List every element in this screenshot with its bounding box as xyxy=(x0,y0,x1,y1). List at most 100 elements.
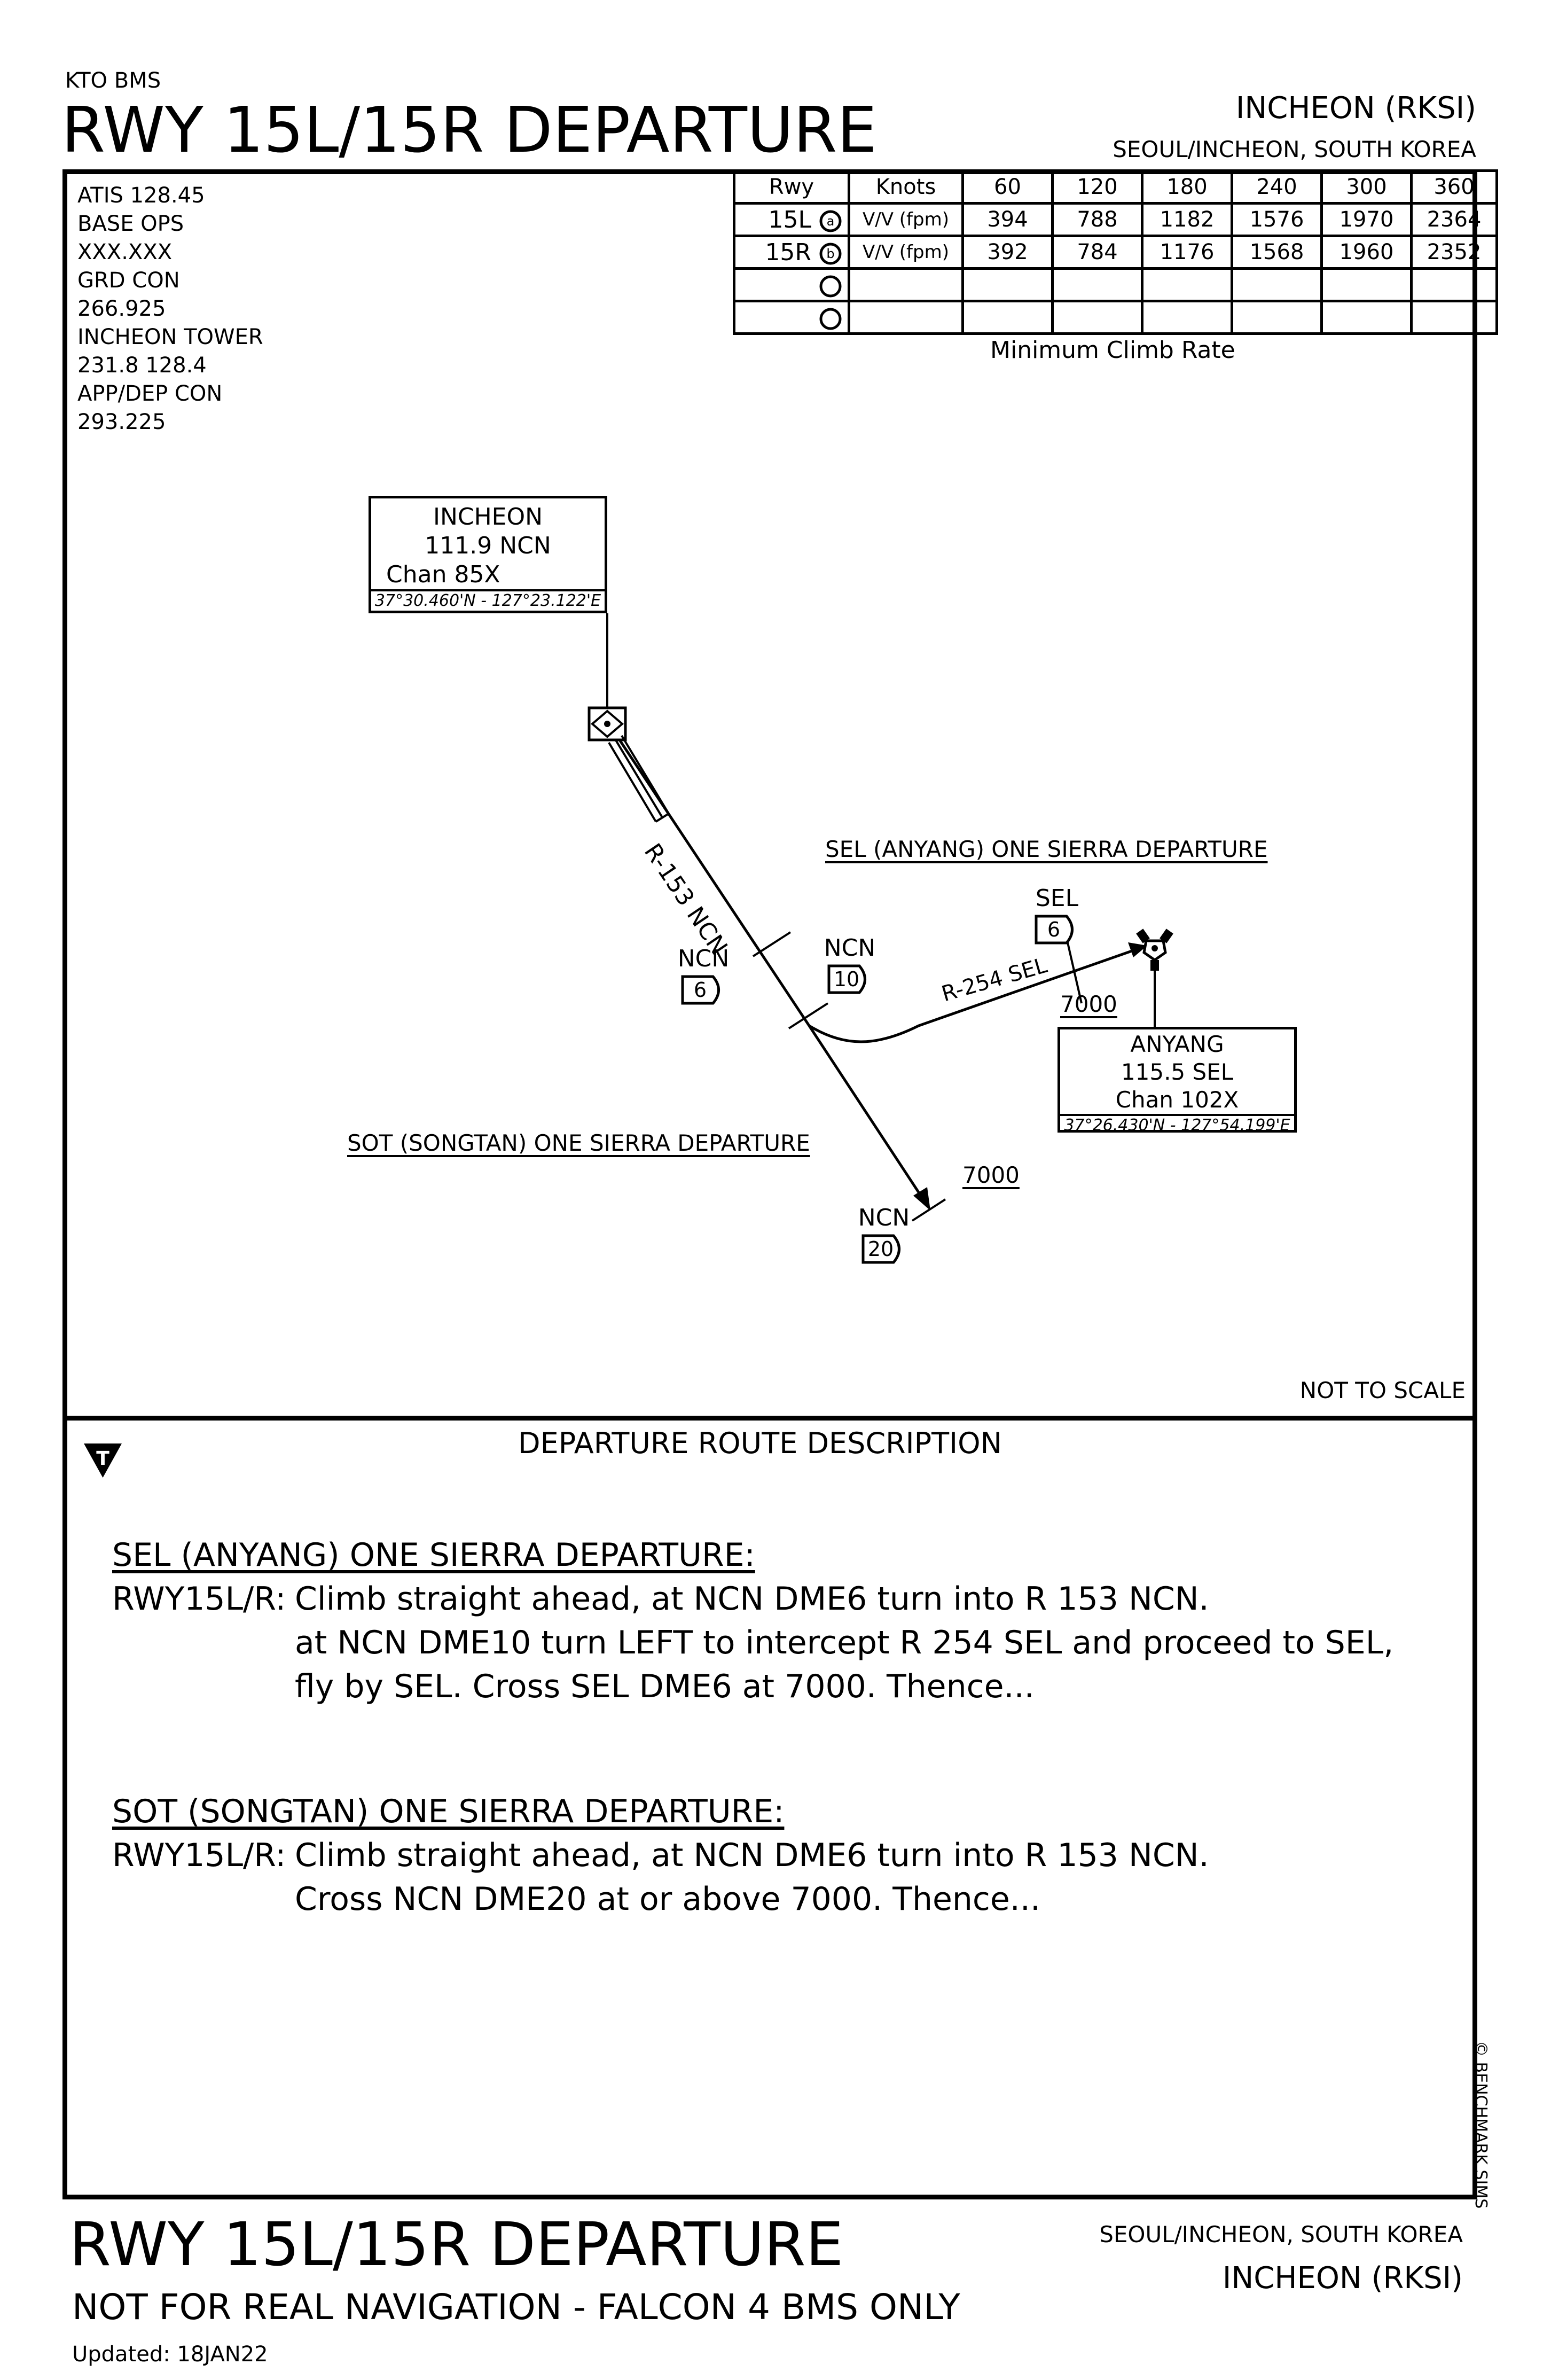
table-cell: 394 xyxy=(961,202,1054,237)
fix-distance: 6 xyxy=(694,978,707,1002)
table-cell xyxy=(848,300,964,335)
anyang-navaid-box: ANYANG 115.5 SEL Chan 102X 37°26.430'N -… xyxy=(1058,1027,1297,1135)
table-cell xyxy=(1320,267,1413,302)
comm-line: 266.925 xyxy=(77,296,166,321)
description-heading: DEPARTURE ROUTE DESCRIPTION xyxy=(518,1426,1002,1460)
ncn-course-line xyxy=(618,739,811,1027)
table-cell xyxy=(961,300,1054,335)
ncn-course-line-south xyxy=(808,1025,923,1198)
copyright: © BENCHMARK SIMS xyxy=(1471,2041,1490,2209)
table-cell xyxy=(1320,300,1413,335)
runway-marker-icon: b xyxy=(819,243,842,264)
sel-dme6-fix: SEL 6 xyxy=(1028,883,1086,953)
table-cell: 1182 xyxy=(1141,202,1233,237)
sel-runway-label: RWY15L/R: xyxy=(112,1580,286,1618)
sel-route-line xyxy=(808,948,1135,1043)
comm-line: GRD CON xyxy=(77,268,180,293)
navaid-coordinates: 37°26.430'N - 127°54.199'E xyxy=(1060,1114,1294,1135)
table-cell: 1970 xyxy=(1320,202,1413,237)
fix-distance: 6 xyxy=(1047,918,1060,941)
dme-fix-box-icon: 20 xyxy=(861,1234,900,1264)
sel-dme6-leader xyxy=(1066,940,1083,1004)
table-cell xyxy=(848,267,964,302)
fix-station: NCN xyxy=(824,934,876,962)
comm-line: XXX.XXX xyxy=(77,240,173,264)
navaid-channel: Chan 102X xyxy=(1115,1087,1239,1113)
runway-cell xyxy=(733,267,850,302)
table-header-row: Rwy Knots 60 120 180 240 300 360 xyxy=(733,169,1498,205)
table-cell: 2352 xyxy=(1410,235,1498,270)
dme20-tick xyxy=(911,1198,946,1222)
climb-rate-table: Rwy Knots 60 120 180 240 300 360 15L a V… xyxy=(733,169,1498,335)
runway-marker-icon: a xyxy=(819,210,842,232)
table-cell xyxy=(1141,300,1233,335)
table-cell: 1960 xyxy=(1320,235,1413,270)
takeoff-minimums-icon: T xyxy=(84,1443,122,1478)
footer-disclaimer: NOT FOR REAL NAVIGATION - FALCON 4 BMS O… xyxy=(72,2287,960,2328)
sot-description-title: SOT (SONGTAN) ONE SIERRA DEPARTURE: xyxy=(112,1793,785,1830)
dme-fix-box-icon: 6 xyxy=(681,975,720,1005)
chart-title: RWY 15L/15R DEPARTURE xyxy=(61,93,877,167)
table-cell: 784 xyxy=(1051,235,1143,270)
unit-cell: V/V (fpm) xyxy=(848,202,964,237)
table-cell xyxy=(1410,267,1498,302)
runway-marker-icon xyxy=(819,275,842,297)
table-cell: 1568 xyxy=(1231,235,1323,270)
location: SEOUL/INCHEON, SOUTH KOREA xyxy=(1113,136,1476,162)
table-cell: 392 xyxy=(961,235,1054,270)
table-cell xyxy=(1051,267,1143,302)
incheon-navaid-box: INCHEON 111.9 NCN Chan 85X 37°30.460'N -… xyxy=(369,496,607,613)
navaid-frequency: 111.9 NCN xyxy=(425,532,551,559)
ncn-crossing-altitude: 7000 xyxy=(962,1162,1020,1188)
section-divider xyxy=(62,1416,1477,1421)
takeoff-minimums-letter: T xyxy=(96,1448,109,1470)
table-row: 15R b V/V (fpm) 392 784 1176 1568 1960 2… xyxy=(733,235,1498,270)
header-cell: 360 xyxy=(1410,169,1498,205)
ncn-dme6-fix: NCN 6 xyxy=(674,943,733,1013)
header-cell: Rwy xyxy=(733,169,850,205)
publisher: KTO BMS xyxy=(65,68,161,93)
navaid-name: ANYANG xyxy=(1130,1031,1224,1057)
comm-line: APP/DEP CON xyxy=(77,381,223,406)
comm-line: BASE OPS xyxy=(77,212,184,236)
header-cell: 180 xyxy=(1141,169,1233,205)
table-cell: 1576 xyxy=(1231,202,1323,237)
footer-airport: INCHEON (RKSI) xyxy=(1222,2261,1463,2296)
fix-distance: 10 xyxy=(834,967,859,991)
table-caption: Minimum Climb Rate xyxy=(990,337,1235,364)
runway-cell: 15L a xyxy=(733,202,850,237)
table-cell: 788 xyxy=(1051,202,1143,237)
fix-station: NCN xyxy=(858,1204,910,1231)
comm-frequencies: ATIS 128.45 BASE OPS XXX.XXX GRD CON 266… xyxy=(77,182,263,436)
table-cell xyxy=(1141,267,1233,302)
plan-view xyxy=(521,562,1173,1222)
footer-title: RWY 15L/15R DEPARTURE xyxy=(69,2210,844,2280)
runway-label: 15R xyxy=(765,238,811,266)
header-cell: 240 xyxy=(1231,169,1323,205)
sel-crossing-altitude: 7000 xyxy=(1060,991,1117,1017)
comm-line: 293.225 xyxy=(77,410,166,434)
sot-runway-label: RWY15L/R: xyxy=(112,1837,286,1874)
header-cell: 120 xyxy=(1051,169,1143,205)
header-cell: Knots xyxy=(848,169,964,205)
fix-distance: 20 xyxy=(868,1237,894,1261)
runway-cell xyxy=(733,300,850,335)
footer-location: SEOUL/INCHEON, SOUTH KOREA xyxy=(1099,2221,1463,2248)
table-cell: 2364 xyxy=(1410,202,1498,237)
table-cell xyxy=(1231,267,1323,302)
ncn-dme10-fix: NCN 10 xyxy=(820,932,879,1003)
dme6-tick xyxy=(752,931,792,957)
dme-fix-box-icon: 6 xyxy=(1035,915,1074,945)
table-cell xyxy=(1231,300,1323,335)
table-cell xyxy=(961,267,1054,302)
sel-description-line: Climb straight ahead, at NCN DME6 turn i… xyxy=(295,1580,1209,1618)
dme10-tick xyxy=(788,1002,829,1029)
sot-description-line: Climb straight ahead, at NCN DME6 turn i… xyxy=(295,1837,1209,1874)
airport-name: INCHEON (RKSI) xyxy=(1235,91,1476,126)
header-cell: 300 xyxy=(1320,169,1413,205)
sel-description-line: at NCN DME10 turn LEFT to intercept R 25… xyxy=(295,1624,1394,1661)
navaid-frequency: 115.5 SEL xyxy=(1121,1059,1234,1085)
ncn-vordme-icon xyxy=(588,706,627,742)
runway-label: 15L xyxy=(768,206,811,233)
fix-station: NCN xyxy=(677,945,730,972)
